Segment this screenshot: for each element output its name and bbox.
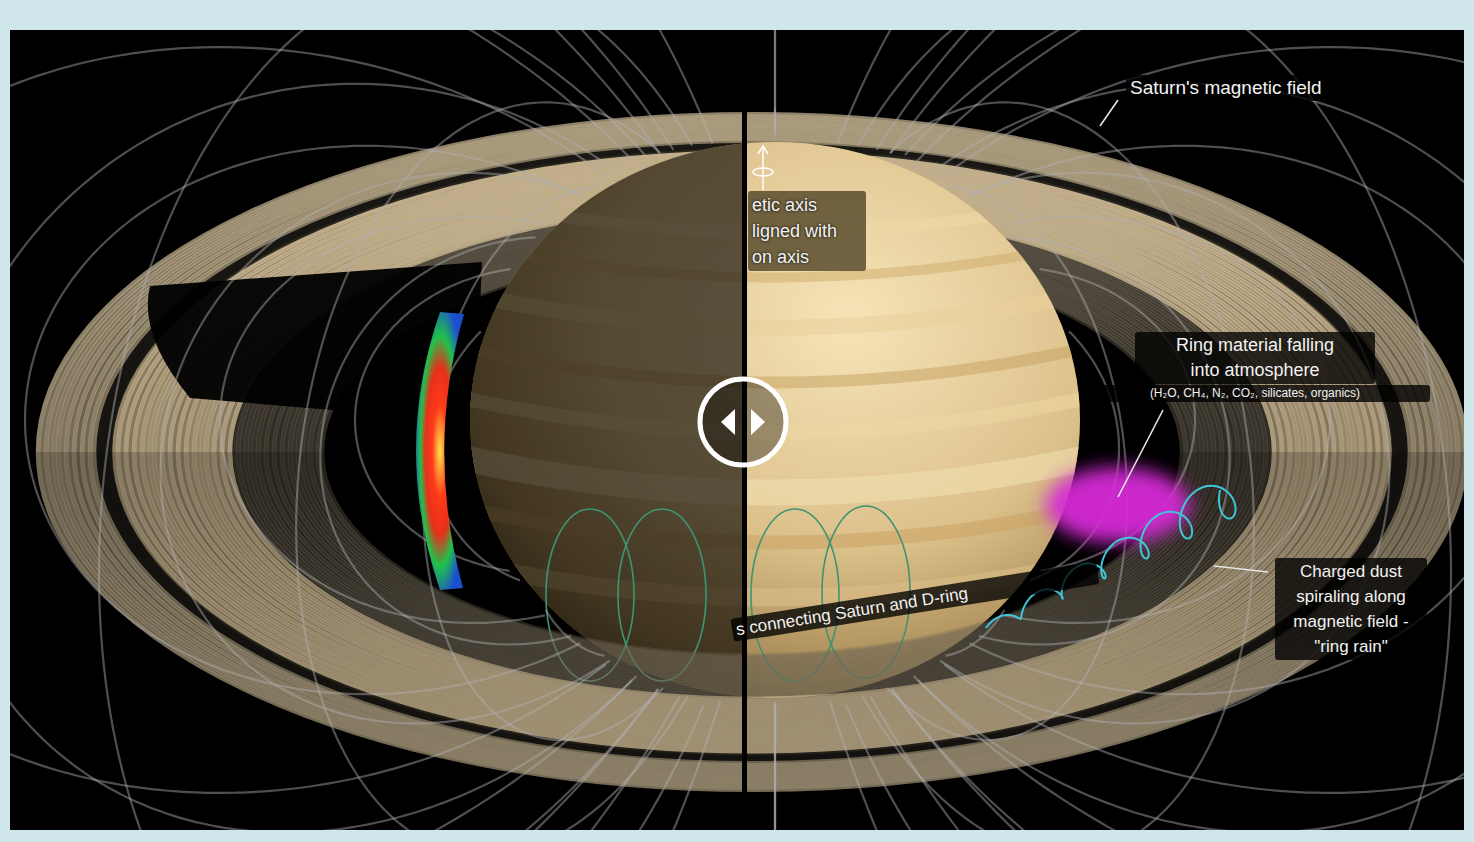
field-line — [10, 84, 636, 830]
field-line — [871, 30, 1464, 830]
ring-band — [38, 452, 1464, 790]
callout-label: Charged dust spiraling along magnetic fi… — [1275, 558, 1427, 660]
field-line — [830, 30, 1464, 830]
ring-material-glow — [1046, 467, 1190, 543]
ring-band — [50, 120, 1454, 452]
field-line — [25, 146, 582, 694]
ring-band — [46, 118, 1458, 452]
rings-front — [38, 452, 1464, 790]
ring-band — [94, 452, 1410, 763]
chemistry-note: (H₂O, CH₄, N₂, CO₂, silicates, organics) — [1080, 385, 1430, 402]
ring-band — [66, 452, 1438, 776]
ring-band — [54, 122, 1450, 452]
ring-band — [42, 452, 1462, 788]
ring-band — [82, 135, 1422, 452]
field-label: Saturn's magnetic field — [1126, 75, 1376, 101]
ring-band — [90, 452, 1414, 765]
field-line — [161, 173, 610, 724]
d-ring-label: s connecting Saturn and D-ring — [730, 561, 1099, 642]
ring-band — [70, 129, 1434, 452]
ring-band — [98, 452, 1406, 761]
field-line — [846, 30, 1451, 830]
field-line — [10, 30, 720, 830]
axis-label: etic axis ligned with on axis — [748, 191, 866, 271]
field-line — [320, 237, 571, 644]
field-line — [10, 30, 679, 830]
ring-band — [50, 452, 1454, 784]
ring-band — [74, 452, 1430, 773]
rings-back — [38, 114, 1464, 452]
field-line — [892, 30, 1464, 830]
field-line — [943, 47, 1464, 793]
ring-band — [78, 452, 1426, 771]
ring-band — [38, 114, 1464, 452]
ring-band — [86, 137, 1418, 452]
infrared-glow — [416, 312, 464, 590]
field-line — [423, 187, 663, 740]
slider-handle — [700, 379, 786, 465]
ring-band — [98, 143, 1406, 452]
ring-band — [62, 452, 1442, 778]
ring-band — [86, 452, 1418, 767]
field-line — [890, 30, 1464, 830]
charged-dust-spiral — [986, 486, 1236, 628]
callout-label: Ring material falling into atmosphere — [1135, 332, 1375, 384]
field-line — [10, 30, 633, 830]
ring-band — [74, 131, 1430, 452]
field-line — [99, 30, 704, 830]
field-line — [946, 610, 1005, 656]
axis-symbol — [753, 146, 773, 190]
ring-band — [70, 452, 1434, 775]
ring-band — [90, 139, 1414, 452]
field-line — [1030, 331, 1119, 580]
ring-band — [58, 452, 1446, 780]
field-line — [914, 84, 1464, 830]
field-line — [10, 30, 660, 830]
ring-band — [62, 126, 1442, 452]
field-line — [10, 30, 658, 830]
magnetic-field-lines — [10, 30, 1464, 830]
ring-band — [78, 133, 1426, 452]
ring-band — [42, 116, 1462, 452]
field-line — [968, 146, 1464, 694]
field-line — [862, 102, 1254, 830]
field-line — [220, 217, 546, 623]
field-line — [887, 187, 1127, 740]
field-line — [917, 30, 1464, 830]
ring-band — [66, 128, 1438, 452]
field-line — [10, 47, 607, 793]
field-line — [546, 610, 605, 656]
field-line — [296, 102, 688, 830]
ring-band — [58, 124, 1446, 452]
ring-band — [54, 452, 1450, 782]
